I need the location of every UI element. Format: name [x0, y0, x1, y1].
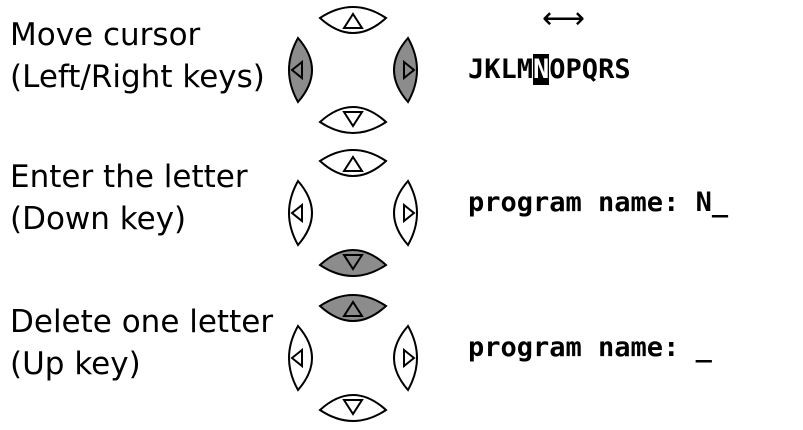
- program-name-display: program name: N_: [468, 187, 729, 218]
- up-key-icon: [318, 149, 388, 177]
- up-triangle-icon: [342, 155, 364, 172]
- left-triangle-icon: [290, 202, 303, 224]
- row-enter-letter: Enter the letter (Down key) program name…: [0, 143, 803, 283]
- right-key-icon: [393, 324, 418, 392]
- left-key-icon: [288, 36, 313, 104]
- right-key-icon: [393, 36, 418, 104]
- description-enter-letter: Enter the letter (Down key): [10, 156, 248, 240]
- description-line2: (Up key): [10, 346, 141, 382]
- row-move-cursor: Move cursor (Left/Right keys) ⟷ JKLMNOPQ…: [0, 0, 803, 140]
- description-line1: Enter the letter: [10, 159, 248, 195]
- right-triangle-icon: [403, 202, 416, 224]
- description-line2: (Down key): [10, 201, 187, 237]
- program-name-display: program name: _: [468, 332, 712, 363]
- selected-letter: N: [533, 54, 550, 85]
- down-triangle-icon: [342, 111, 364, 128]
- direction-pad-3: [288, 294, 418, 422]
- down-key-icon: [318, 394, 388, 422]
- left-key-icon: [288, 179, 313, 247]
- letter-strip: JKLMNOPQRS: [468, 54, 631, 85]
- direction-pad-1: [288, 6, 418, 134]
- up-triangle-icon: [342, 12, 364, 29]
- row-delete-letter: Delete one letter (Up key) program name:…: [0, 288, 803, 428]
- left-triangle-icon: [290, 347, 303, 369]
- description-line1: Move cursor: [10, 17, 201, 53]
- direction-pad-2: [288, 149, 418, 277]
- left-right-arrow-icon: ⟷: [542, 1, 586, 36]
- right-triangle-icon: [403, 59, 416, 81]
- letters-before: JKLM: [468, 54, 534, 85]
- letters-after: OPQRS: [549, 54, 631, 85]
- description-move-cursor: Move cursor (Left/Right keys): [10, 14, 265, 98]
- description-line2: (Left/Right keys): [10, 59, 265, 95]
- description-line1: Delete one letter: [10, 304, 274, 340]
- left-triangle-icon: [290, 59, 303, 81]
- up-triangle-icon: [342, 300, 364, 317]
- right-triangle-icon: [403, 347, 416, 369]
- up-key-icon: [318, 6, 388, 34]
- down-key-icon: [318, 106, 388, 134]
- down-key-icon: [318, 249, 388, 277]
- right-key-icon: [393, 179, 418, 247]
- down-triangle-icon: [342, 254, 364, 271]
- description-delete-letter: Delete one letter (Up key): [10, 301, 273, 385]
- up-key-icon: [318, 294, 388, 322]
- down-triangle-icon: [342, 399, 364, 416]
- left-key-icon: [288, 324, 313, 392]
